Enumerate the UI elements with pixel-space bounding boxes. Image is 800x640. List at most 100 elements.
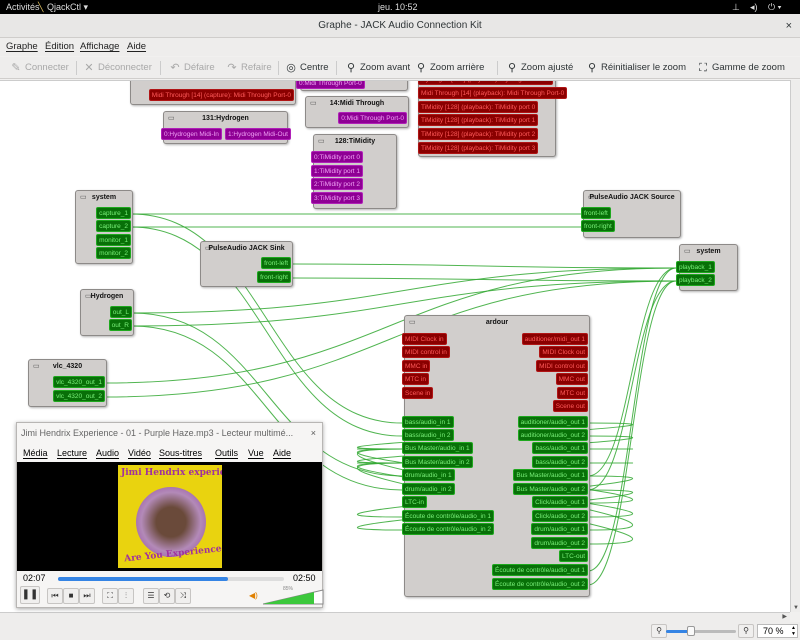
port-audio[interactable]: playback_2 bbox=[676, 274, 715, 286]
toolbar-zoom-range-button[interactable]: ⛶Gamme de zoom bbox=[697, 57, 785, 79]
port-midi[interactable]: MIDI control in bbox=[402, 346, 450, 358]
menu-affichage[interactable]: Affichage bbox=[80, 41, 120, 52]
port-midi[interactable]: Hydrogen [131] (capture): Hydrogen Midi-… bbox=[158, 80, 294, 81]
port-midi[interactable]: MMC out bbox=[555, 373, 588, 385]
zoom-slider-handle[interactable] bbox=[686, 626, 695, 636]
port-midi[interactable]: TiMidity [128] (playback): TiMidity port… bbox=[418, 142, 539, 154]
horizontal-scrollbar[interactable]: ▶ bbox=[0, 612, 790, 622]
port-audio[interactable]: monitor_1 bbox=[96, 234, 131, 246]
previous-button[interactable]: ⏮ bbox=[47, 588, 63, 604]
connection-wire[interactable] bbox=[130, 226, 403, 437]
connection-wire[interactable] bbox=[104, 267, 677, 384]
port-audio[interactable]: Écoute de contrôle/audio_out 1 bbox=[492, 564, 588, 576]
port-alsa[interactable]: 3:TiMidity port 3 bbox=[311, 192, 363, 204]
scroll-right-icon[interactable]: ▶ bbox=[782, 614, 787, 620]
port-midi[interactable]: auditioner/midi_out 1 bbox=[521, 333, 588, 345]
zoom-in-icon[interactable]: ⚲ bbox=[738, 624, 754, 638]
graph-canvas[interactable]: Hydrogen [131] (capture): Hydrogen Midi-… bbox=[0, 80, 790, 612]
port-midi[interactable]: MIDI Clock out bbox=[539, 346, 588, 358]
port-midi[interactable]: Scene out bbox=[552, 400, 588, 412]
zoom-out-icon[interactable]: ⚲ bbox=[651, 624, 667, 638]
toolbar-undo-button[interactable]: ↶Défaire bbox=[169, 57, 214, 79]
port-audio[interactable]: Bus Master/audio_out 1 bbox=[513, 469, 588, 481]
toolbar-zoom-out-button[interactable]: ⚲Zoom arrière bbox=[415, 57, 484, 79]
vlc-menu-outils[interactable]: Outils bbox=[215, 448, 239, 458]
port-audio[interactable]: Bus Master/audio_in 1 bbox=[402, 442, 473, 454]
vlc-menu-video[interactable]: Vidéo bbox=[128, 448, 151, 458]
close-icon[interactable]: × bbox=[785, 20, 792, 32]
port-midi[interactable]: TiMidity [128] (playback): TiMidity port… bbox=[418, 128, 539, 140]
speaker-icon[interactable]: ◀) bbox=[249, 591, 258, 600]
port-audio[interactable]: bass/audio_out 1 bbox=[532, 442, 588, 454]
port-midi[interactable]: Midi Through [14] (capture): Midi Throug… bbox=[148, 89, 294, 101]
seek-bar[interactable] bbox=[58, 577, 284, 581]
port-audio[interactable]: bass/audio_in 2 bbox=[402, 429, 454, 441]
port-audio[interactable]: front-right bbox=[257, 271, 291, 283]
volume-icon[interactable]: ◂) bbox=[750, 2, 758, 12]
vlc-menu-vue[interactable]: Vue bbox=[248, 448, 264, 458]
port-audio[interactable]: Click/audio_out 1 bbox=[532, 496, 588, 508]
port-audio[interactable]: Écoute de contrôle/audio_out 2 bbox=[492, 578, 588, 590]
toolbar-disconnect-button[interactable]: ✕Déconnecter bbox=[83, 57, 151, 79]
port-audio[interactable]: drum/audio_in 1 bbox=[402, 469, 455, 481]
port-alsa[interactable]: 0:Midi Through Port-0 bbox=[296, 81, 365, 89]
port-audio[interactable]: auditioner/audio_out 2 bbox=[517, 429, 588, 441]
connection-wire[interactable] bbox=[131, 280, 677, 327]
port-audio[interactable]: drum/audio_in 2 bbox=[402, 483, 455, 495]
power-icon[interactable]: ⏻ ▾ bbox=[768, 2, 782, 12]
toolbar-connect-button[interactable]: ✎Connecter bbox=[10, 57, 68, 79]
playlist-button[interactable]: ☰ bbox=[143, 588, 159, 604]
vlc-menu-lecture[interactable]: Lecture bbox=[57, 448, 88, 458]
port-midi[interactable]: Midi Through [14] (playback): Midi Throu… bbox=[418, 87, 568, 99]
port-alsa[interactable]: 1:TiMidity port 1 bbox=[311, 165, 363, 177]
scroll-down-icon[interactable]: ▼ bbox=[793, 605, 799, 611]
loop-button[interactable]: ⟲ bbox=[159, 588, 175, 604]
connection-wire[interactable] bbox=[131, 312, 403, 477]
port-audio[interactable]: Bus Master/audio_out 2 bbox=[513, 483, 588, 495]
clock[interactable]: jeu. 10:52 bbox=[378, 2, 418, 12]
port-audio[interactable]: bass/audio_in 1 bbox=[402, 416, 454, 428]
spin-arrows-icon[interactable]: ▲▼ bbox=[791, 625, 796, 637]
vlc-menu-media[interactable]: Média bbox=[23, 448, 48, 458]
port-audio[interactable]: bass/audio_out 2 bbox=[532, 456, 588, 468]
port-midi[interactable]: TiMidity [128] (playback): TiMidity port… bbox=[418, 101, 539, 113]
pause-button[interactable]: ❚❚ bbox=[20, 586, 40, 604]
activities-button[interactable]: Activités bbox=[6, 2, 40, 12]
connection-wire[interactable] bbox=[130, 213, 403, 424]
equalizer-button[interactable]: ⫶ bbox=[118, 588, 134, 604]
zoom-slider[interactable] bbox=[666, 626, 736, 636]
port-audio[interactable]: Écoute de contrôle/audio_in 1 bbox=[402, 510, 495, 522]
app-menu[interactable]: QjackCtl ▾ bbox=[47, 2, 89, 12]
port-midi[interactable]: MIDI Clock in bbox=[402, 333, 447, 345]
connection-wire[interactable] bbox=[131, 267, 677, 314]
connection-wire[interactable] bbox=[290, 263, 677, 269]
port-audio[interactable]: vlc_4320_out_2 bbox=[53, 390, 105, 402]
shuffle-button[interactable]: ⤨ bbox=[175, 588, 191, 604]
connection-wire[interactable] bbox=[587, 280, 677, 491]
port-alsa[interactable]: 2:TiMidity port 2 bbox=[311, 178, 363, 190]
port-alsa[interactable]: 1:Hydrogen Midi-Out bbox=[225, 128, 291, 140]
port-midi[interactable]: Hydrogen [131] (playback): Hydrogen Midi… bbox=[418, 81, 554, 85]
port-audio[interactable]: auditioner/audio_out 1 bbox=[517, 416, 588, 428]
connection-wire[interactable] bbox=[104, 280, 677, 398]
connection-wire[interactable] bbox=[587, 267, 677, 572]
network-icon[interactable]: ⊥ bbox=[732, 2, 740, 12]
connection-wire[interactable] bbox=[131, 325, 403, 491]
port-audio[interactable]: Bus Master/audio_in 2 bbox=[402, 456, 473, 468]
port-alsa[interactable]: 0:TiMidity port 0 bbox=[311, 151, 363, 163]
connection-wire[interactable] bbox=[587, 280, 677, 586]
toolbar-center-button[interactable]: ◎Centre bbox=[285, 57, 328, 79]
vlc-menu-audio[interactable]: Audio bbox=[96, 448, 120, 458]
toolbar-zoom-reset-button[interactable]: ⚲Réinitialiser le zoom bbox=[586, 57, 686, 79]
port-audio[interactable]: out_L bbox=[109, 306, 132, 318]
menu-graphe[interactable]: Graphe bbox=[6, 41, 38, 52]
port-audio[interactable]: front-left bbox=[261, 257, 291, 269]
port-midi[interactable]: MTC out bbox=[557, 387, 588, 399]
port-audio[interactable]: front-left bbox=[581, 207, 611, 219]
port-audio[interactable]: LTC-out bbox=[559, 550, 588, 562]
port-midi[interactable]: Scene in bbox=[402, 387, 434, 399]
port-audio[interactable]: capture_2 bbox=[96, 220, 131, 232]
vertical-scrollbar[interactable]: ▼ bbox=[790, 80, 800, 612]
toolbar-zoom-fit-button[interactable]: ⚲Zoom ajusté bbox=[506, 57, 573, 79]
port-audio[interactable]: vlc_4320_out_1 bbox=[53, 376, 105, 388]
